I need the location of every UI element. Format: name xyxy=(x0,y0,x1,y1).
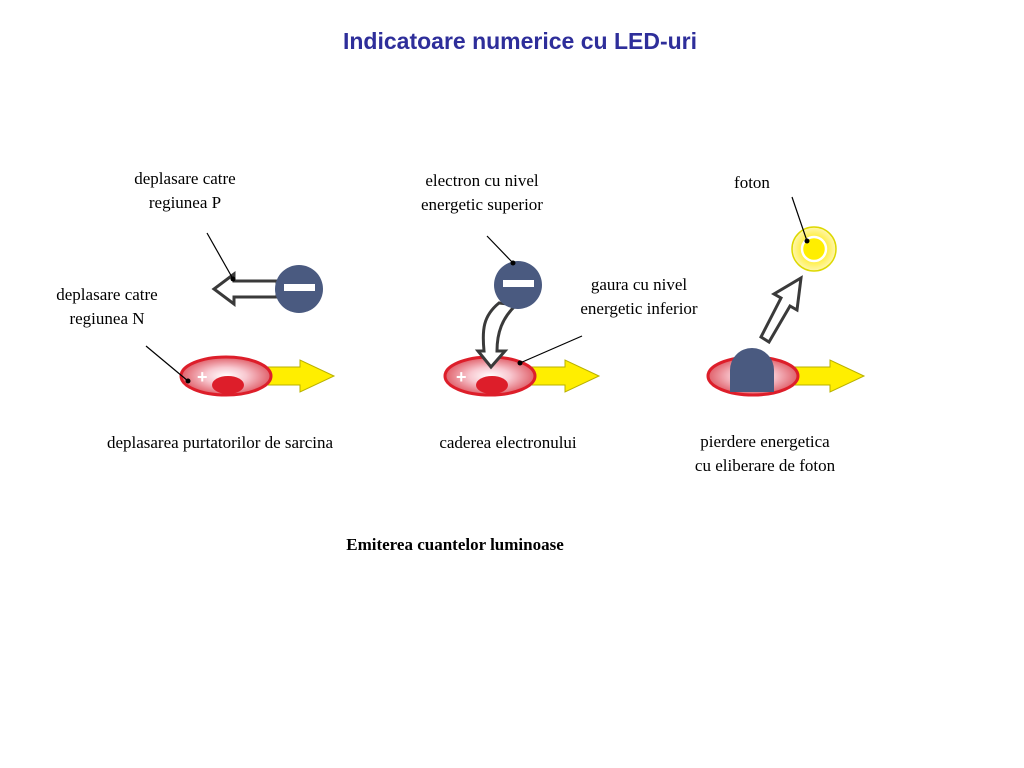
hole-arrow-right xyxy=(789,359,866,393)
caption-photon-release: pierdere energetica cu eliberare de foto… xyxy=(694,432,836,475)
label-move-n-region: deplasare catre regiunea N xyxy=(56,285,158,328)
hole-icon: + xyxy=(179,355,273,397)
label-hole-low-level: gaura cu nivel energetic inferior xyxy=(580,275,698,318)
pointer-line-n xyxy=(145,345,189,382)
pointer-line-photon xyxy=(791,196,808,242)
electron-icon xyxy=(494,261,542,309)
label-electron-high-level: electron cu nivel energetic superior xyxy=(421,171,543,214)
summary-caption: Emiterea cuantelor luminoase xyxy=(346,535,564,554)
stage-3 xyxy=(706,196,866,397)
arrow-to-p-region xyxy=(211,271,279,307)
label-photon: foton xyxy=(734,173,770,192)
label-move-p-region: deplasare catre regiunea P xyxy=(134,169,236,212)
pointer-line-p xyxy=(206,232,234,280)
falling-arrow xyxy=(474,301,520,370)
electron-icon xyxy=(275,265,323,313)
plus-sign: + xyxy=(197,367,208,387)
photon-emission-arrow xyxy=(759,275,803,345)
hole-icon: + xyxy=(443,355,537,397)
pointer-line-electron xyxy=(486,235,514,264)
plus-sign: + xyxy=(456,367,467,387)
recombined-electron-icon xyxy=(730,348,774,392)
pointer-line-hole xyxy=(519,335,583,364)
page-title: Indicatoare numerice cu LED-uri xyxy=(342,28,698,54)
caption-carrier-movement: deplasarea purtatorilor de sarcina xyxy=(106,433,334,452)
stage-1: + xyxy=(145,232,336,397)
caption-electron-fall: caderea electronului xyxy=(439,433,577,452)
stage-2: + xyxy=(443,235,601,397)
photon-icon xyxy=(791,226,837,272)
